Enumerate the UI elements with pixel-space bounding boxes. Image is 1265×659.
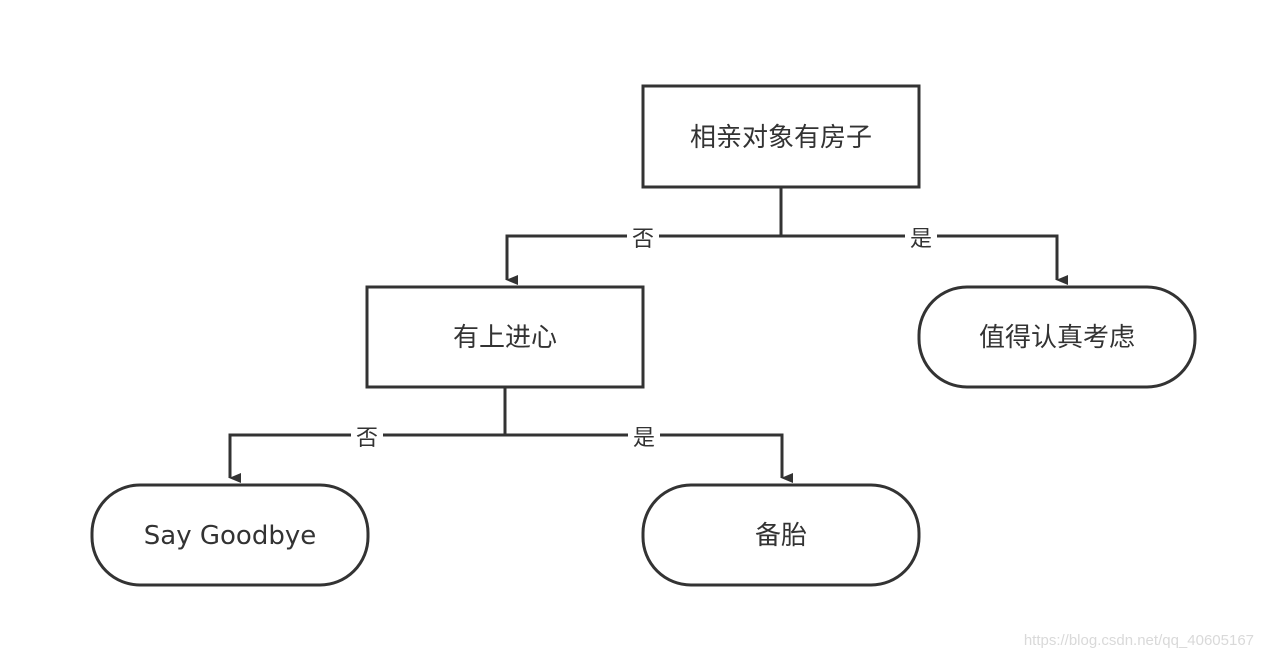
- node-mid: 有上进心: [365, 285, 645, 389]
- node-goodbye-label: Say Goodbye: [144, 521, 316, 551]
- node-root-label: 相亲对象有房子: [690, 123, 872, 153]
- watermark-text: https://blog.csdn.net/qq_40605167: [1024, 632, 1254, 649]
- edge-label-root-yes: 是: [910, 227, 932, 252]
- node-mid-label: 有上进心: [453, 323, 557, 353]
- edge-label-root-no: 否: [632, 227, 654, 252]
- edge-mid-yes: [505, 433, 793, 483]
- node-goodbye: Say Goodbye: [90, 483, 370, 587]
- node-root: 相亲对象有房子: [641, 84, 921, 189]
- node-consider: 值得认真考虑: [917, 285, 1197, 389]
- node-backup: 备胎: [641, 483, 921, 587]
- edge-label-mid-yes: 是: [633, 426, 655, 451]
- edge-root-yes: [781, 234, 1068, 285]
- edge-label-mid-no: 否: [356, 426, 378, 451]
- node-backup-label: 备胎: [755, 521, 807, 551]
- node-consider-label: 值得认真考虑: [979, 323, 1135, 353]
